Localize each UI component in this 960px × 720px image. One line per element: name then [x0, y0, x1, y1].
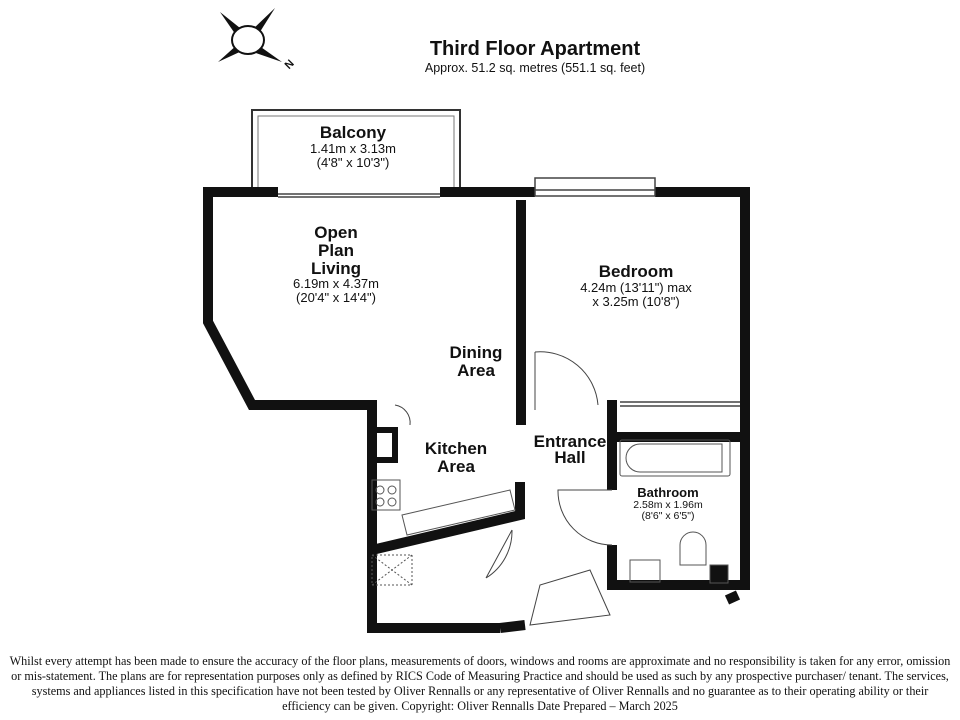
- dining-name-1: Dining: [450, 343, 503, 362]
- bedroom-dim-1: 4.24m (13'11") max: [580, 280, 692, 295]
- bedroom-name: Bedroom: [599, 262, 674, 281]
- bathroom-name: Bathroom: [637, 485, 698, 500]
- windows: [278, 177, 740, 407]
- living-name-3: Living: [311, 259, 361, 278]
- hall-name-2: Hall: [554, 448, 585, 467]
- balcony-name: Balcony: [320, 123, 387, 142]
- doors: [394, 351, 613, 626]
- kitchen-name-2: Area: [437, 457, 475, 476]
- compass-north-label: N: [283, 58, 297, 72]
- bathroom-dim-imperial: (8'6" x 6'5"): [642, 510, 695, 522]
- living-dim-metric: 6.19m x 4.37m: [293, 276, 379, 291]
- dining-name-2: Area: [457, 361, 495, 380]
- disclaimer: Whilst every attempt has been made to en…: [9, 654, 951, 713]
- balcony: [251, 109, 461, 192]
- fixtures: [371, 439, 731, 586]
- living-dim-imperial: (20'4" x 14'4"): [296, 290, 376, 305]
- walls: [203, 187, 750, 633]
- bedroom-dim-2: x 3.25m (10'8"): [592, 294, 679, 309]
- living-name-2: Plan: [318, 241, 354, 260]
- compass-icon: N: [218, 8, 297, 72]
- balcony-dim-metric: 1.41m x 3.13m: [310, 141, 396, 156]
- living-name-1: Open: [314, 223, 357, 242]
- bathroom-dim-metric: 2.58m x 1.96m: [633, 499, 703, 511]
- balcony-dim-imperial: (4'8" x 10'3"): [317, 155, 390, 170]
- area-summary: Approx. 51.2 sq. metres (551.1 sq. feet): [424, 61, 646, 75]
- kitchen-name-1: Kitchen: [425, 439, 487, 458]
- hall-name-1: Entrance: [534, 432, 607, 451]
- page-title: Third Floor Apartment: [429, 38, 641, 60]
